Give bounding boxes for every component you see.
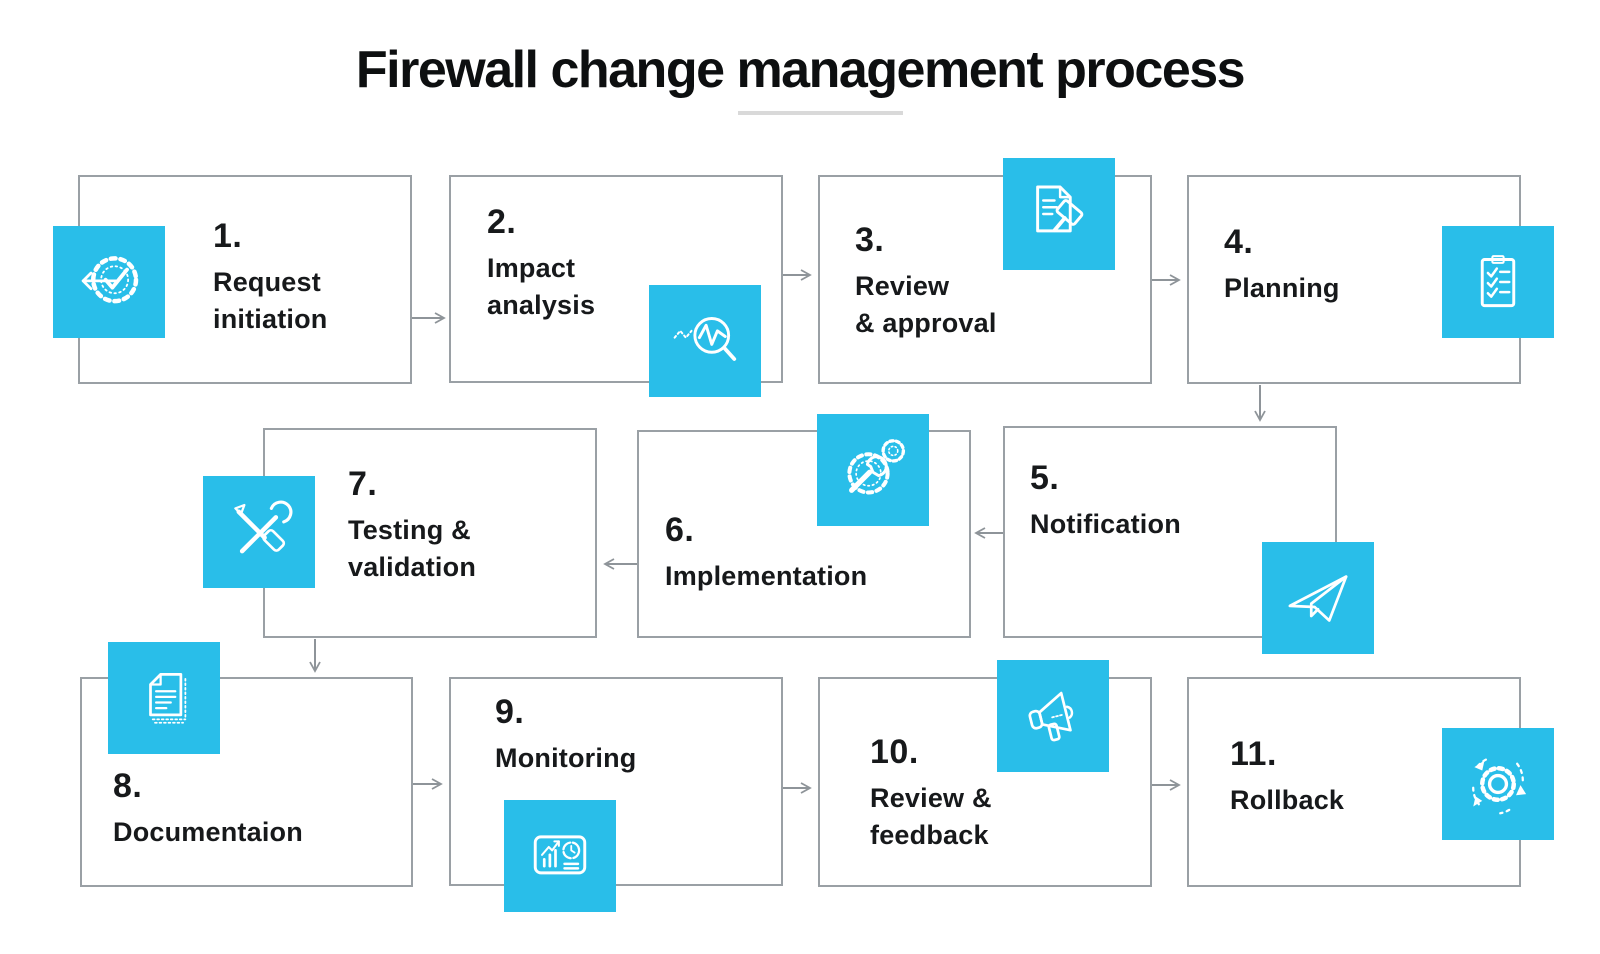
- step-text-11: 11. Rollback: [1230, 734, 1344, 819]
- step-box-8: [80, 677, 413, 887]
- step-10-tile: [997, 660, 1109, 772]
- step-label: Impact analysis: [487, 253, 596, 320]
- step-number: 5.: [1030, 459, 1060, 497]
- magnifier-pulse-icon: [673, 317, 737, 361]
- step-text-1: 1. Request initiation: [213, 216, 327, 338]
- step-6-tile: [817, 414, 929, 526]
- step-number: 10.: [870, 733, 919, 771]
- step-label: Monitoring: [495, 743, 637, 773]
- step-label: Request initiation: [213, 267, 328, 334]
- step-4-tile: [1442, 226, 1554, 338]
- step-label: Review & approval: [855, 271, 997, 338]
- step-text-7: 7. Testing & validation: [348, 464, 476, 586]
- document-gavel-icon: [1036, 185, 1084, 233]
- step-number: 8.: [113, 767, 143, 805]
- step-7-tile: [203, 476, 315, 588]
- gear-rotate-icon: [1472, 758, 1527, 815]
- documents-icon: [149, 673, 187, 724]
- step-text-2: 2. Impact analysis: [487, 202, 595, 324]
- step-text-6: 6. Implementation: [665, 510, 867, 595]
- step-text-9: 9. Monitoring: [495, 692, 636, 777]
- step-number: 7.: [348, 465, 378, 503]
- step-label: Rollback: [1230, 785, 1345, 815]
- step-box-3: [818, 175, 1152, 384]
- step-text-4: 4. Planning: [1224, 222, 1340, 307]
- step-label: Testing & validation: [348, 515, 477, 582]
- step-11-tile: [1442, 728, 1554, 840]
- step-3-tile: [1003, 158, 1115, 270]
- megaphone-icon: [1028, 691, 1074, 742]
- step-box-9: [449, 677, 783, 886]
- step-number: 6.: [665, 511, 695, 549]
- step-text-3: 3. Review & approval: [855, 220, 997, 342]
- clipboard-checklist-icon: [1480, 255, 1516, 308]
- step-9-tile: [504, 800, 616, 912]
- step-2-tile: [649, 285, 761, 397]
- dashboard-clock-icon: [533, 835, 587, 875]
- step-8-tile: [108, 642, 220, 754]
- title-underline: [738, 111, 903, 115]
- step-number: 3.: [855, 221, 885, 259]
- step-box-10: [818, 677, 1152, 887]
- step-number: 4.: [1224, 223, 1254, 261]
- step-box-5: [1003, 426, 1337, 638]
- step-box-6: [637, 430, 971, 638]
- step-1-tile: [53, 226, 165, 338]
- paper-plane-icon: [1288, 575, 1348, 622]
- step-number: 1.: [213, 217, 243, 255]
- step-number: 2.: [487, 203, 517, 241]
- gear-check-arrow-icon: [81, 256, 139, 304]
- step-number: 11.: [1230, 735, 1277, 773]
- step-text-10: 10. Review & feedback: [870, 732, 992, 854]
- wrench-gears-icon: [847, 439, 906, 495]
- step-number: 9.: [495, 693, 525, 731]
- step-label: Implementation: [665, 561, 868, 591]
- step-box-2: [449, 175, 783, 383]
- step-label: Planning: [1224, 273, 1340, 303]
- step-text-8: 8. Documentaion: [113, 766, 303, 851]
- step-5-tile: [1262, 542, 1374, 654]
- step-label: Review & feedback: [870, 783, 992, 850]
- step-label: Documentaion: [113, 817, 303, 847]
- step-text-5: 5. Notification: [1030, 458, 1181, 543]
- crossed-tools-icon: [234, 500, 293, 554]
- step-label: Notification: [1030, 509, 1181, 539]
- page-title: Firewall change management process: [355, 41, 1246, 99]
